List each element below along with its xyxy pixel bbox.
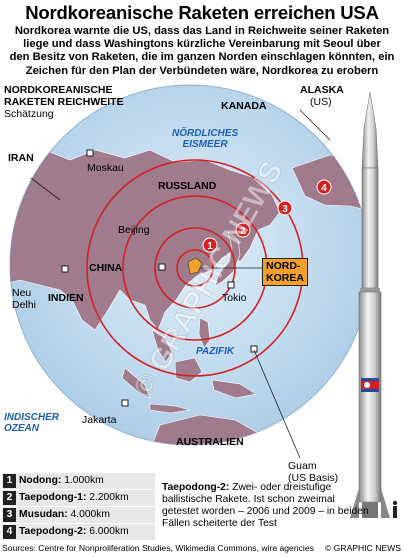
range-marker-label: 4: [321, 183, 327, 194]
landmass-sumatra: [121, 367, 151, 399]
rocket-joint: [360, 288, 380, 292]
intro-line: liege und dass Washingtons kürzliche Ver…: [23, 38, 381, 51]
missile-number: 1: [3, 474, 16, 488]
pointer-guam: [253, 349, 301, 459]
missile-name: Taepodong-2:: [19, 526, 87, 537]
rocket-stage-upper: [361, 167, 379, 289]
label-kanada: KANADA: [221, 100, 267, 112]
range-marker-label: 2: [240, 226, 246, 237]
missile-name: Taepodong-1:: [19, 492, 87, 503]
intro-text: Nordkorea warnte die US, dass das Land i…: [4, 25, 400, 78]
label-pazifik: PAZIFIK: [196, 346, 235, 357]
label-russland: RUSSLAND: [158, 180, 217, 192]
range-marker-label: 1: [207, 241, 213, 252]
label-nordkorea-line: KOREA: [266, 272, 304, 284]
city-marker-neu-delhi: [61, 265, 69, 273]
label-iran: IRAN: [8, 152, 34, 164]
label-alaska: ALASKA: [300, 84, 344, 96]
missile-number: 4: [3, 525, 16, 539]
missile-number: 2: [3, 491, 16, 505]
missile-range: 2.200km: [89, 492, 129, 503]
label-china: CHINA: [89, 262, 123, 274]
range-marker-1: [202, 237, 218, 253]
intro-line: Nordkorea warnte die US, dass das Land i…: [14, 25, 390, 37]
city-marker-tokio: [227, 281, 235, 289]
rocket-fin-left: [350, 488, 359, 518]
city-marker-guam: [250, 345, 258, 353]
label-neu-delhi: Neu Delhi: [12, 287, 36, 311]
label-indian-ocean-line: OZEAN: [4, 423, 39, 434]
label-nordkorea-box: NORD- KOREA: [262, 258, 308, 286]
missile-range: 6.000km: [89, 526, 129, 537]
legend-heading-line: RAKETEN REICHWEITE: [4, 96, 124, 108]
description-text: Zwei- oder dreistufige ballistische Rake…: [162, 482, 369, 529]
range-marker-label: 3: [282, 204, 288, 215]
city-marker-jakarta: [121, 399, 129, 407]
landmass-java: [149, 403, 191, 414]
rocket-nose: [361, 91, 379, 169]
missile-name: Musudan:: [19, 509, 68, 520]
missile-range: 1.000km: [64, 475, 104, 486]
label-australien: AUSTRALIEN: [176, 436, 244, 448]
label-nordkorea-line: NORD-: [266, 260, 301, 272]
label-indien: INDIEN: [48, 292, 84, 304]
label-alaska-sub: (US): [310, 96, 332, 108]
rocket-stage-lower: [358, 291, 382, 503]
label-moskau: Moskau: [87, 162, 124, 174]
label-arctic-ocean: NÖRDLICHES EISMEER: [172, 128, 238, 150]
description-name: Taepodong-2:: [162, 482, 230, 493]
page-title: Nordkoreanische Raketen erreichen USA: [25, 2, 379, 23]
label-guam: Guam: [288, 460, 317, 472]
rocket-illustration: [350, 91, 398, 518]
legend-heading-line: NORDKOREANISCHE: [4, 84, 113, 96]
label-neu-delhi-line: Neu: [12, 287, 32, 299]
label-neu-delhi-line: Delhi: [12, 299, 36, 311]
landmass-new-guinea: [211, 379, 257, 399]
city-marker-beijing: [158, 263, 166, 271]
flag-circle: [364, 382, 370, 388]
label-tokio: Tokio: [222, 292, 247, 304]
label-arctic-line: EISMEER: [182, 139, 228, 150]
label-indian-ocean-line: INDISCHER: [4, 412, 60, 423]
intro-line: den Besitz von Raketen, die im ganzen No…: [9, 51, 395, 64]
landmass-japan: [214, 231, 241, 287]
missile-number: 3: [3, 508, 16, 522]
label-indian-ocean: INDISCHER OZEAN: [4, 412, 59, 434]
label-jakarta: Jakarta: [82, 414, 117, 426]
intro-line: Zeichen für den Plan der Verbündeten wär…: [25, 64, 379, 77]
range-marker-2: [235, 222, 251, 238]
landmass-australia: [149, 414, 273, 445]
rocket-fin-right: [381, 488, 390, 518]
pointer-iran: [30, 177, 61, 201]
person-scale-icon: [392, 500, 398, 518]
legend-subheading: Schätzung: [4, 108, 54, 120]
label-guam-sub: (US Basis): [288, 472, 339, 484]
rocket-nozzle: [362, 502, 378, 518]
missile-description: Taepodong-2: Zwei- oder dreistufige ball…: [162, 482, 374, 530]
range-marker-3: [277, 200, 293, 216]
label-beijing: Beijing: [118, 224, 150, 236]
range-marker-4: [316, 179, 332, 195]
copyright: © GRAPHIC NEWS: [324, 543, 401, 553]
missile-range: 4.000km: [70, 509, 111, 520]
legend-heading: NORDKOREANISCHE RAKETEN REICHWEITE: [4, 84, 124, 108]
missile-name: Nodong:: [19, 475, 62, 486]
sources-line: Sources: Centre for Nonproliferation Stu…: [2, 543, 314, 553]
city-marker-moskau: [86, 149, 94, 157]
pointer-alaska: [299, 109, 331, 141]
landmass-philippines: [198, 317, 211, 349]
landmass-southeast-asia: [151, 329, 173, 363]
label-arctic-line: NÖRDLICHES: [172, 128, 239, 139]
north-korea-shape: [187, 257, 203, 275]
